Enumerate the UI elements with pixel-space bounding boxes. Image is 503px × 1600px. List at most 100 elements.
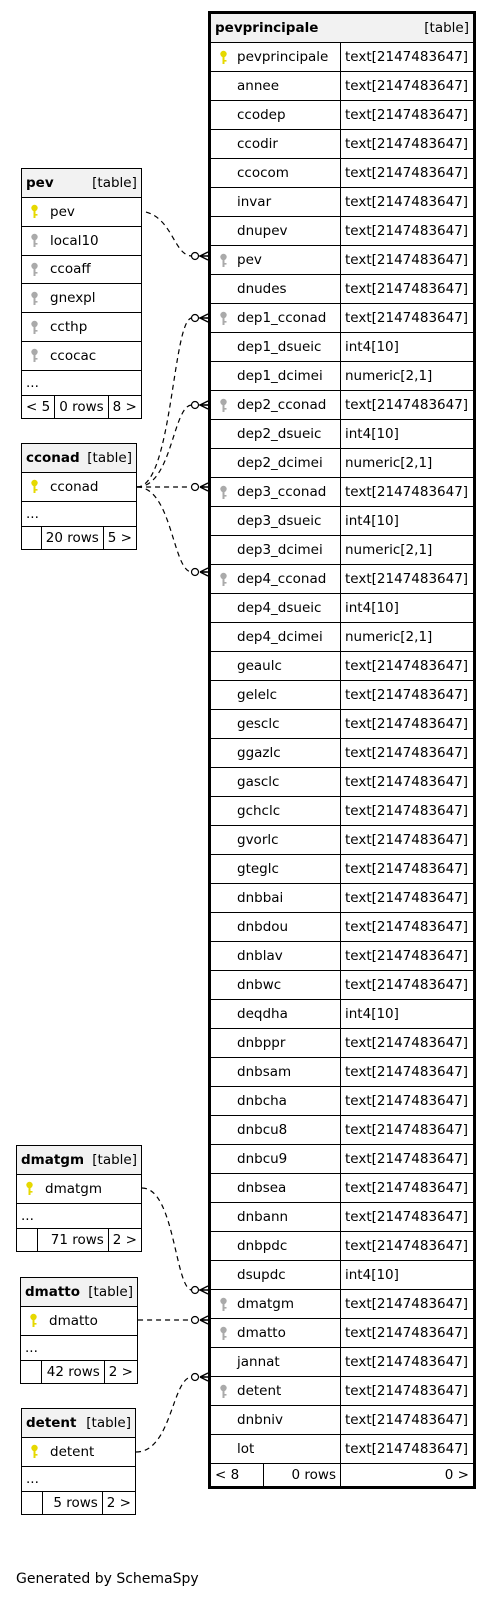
column-type: int4[10] [340, 1260, 475, 1290]
column-name-cell: deqdha [209, 999, 341, 1029]
footer-right[interactable]: 0 > [340, 1463, 475, 1488]
footer-left[interactable] [16, 1227, 38, 1252]
footer-right[interactable]: 2 > [107, 1227, 143, 1252]
footer-right[interactable]: 2 > [103, 1359, 139, 1384]
column-type: text[2147483647] [340, 129, 475, 159]
column-name: gesclc [237, 716, 280, 732]
footer-left[interactable]: < 8 [209, 1463, 264, 1488]
foreign-key-icon [26, 261, 42, 277]
column-row[interactable]: cconad [21, 472, 137, 502]
column-row[interactable]: local10 [21, 225, 142, 256]
column-type: text[2147483647] [340, 1434, 475, 1464]
column-row[interactable]: dmatgm [16, 1174, 142, 1204]
column-row[interactable]: ccthp [21, 312, 142, 342]
footer-left[interactable] [21, 1490, 43, 1515]
footer-left[interactable]: < 5 [20, 394, 56, 419]
table-header: cconad[table] [21, 443, 137, 473]
column-name: dep2_dsueic [237, 426, 322, 442]
column-name-cell: dmatto [20, 1306, 138, 1336]
table-name: pevprincipale [215, 20, 319, 36]
more-columns[interactable]: ... [21, 500, 137, 527]
column-row[interactable]: ccoaff [21, 254, 142, 285]
column-row[interactable]: gnexpl [21, 283, 142, 314]
column-name-cell: dnbann [209, 1202, 341, 1232]
column-name: gelelc [237, 687, 278, 703]
column-type: text[2147483647] [340, 651, 475, 681]
footer-right[interactable]: 2 > [101, 1490, 137, 1515]
foreign-key-icon [215, 252, 231, 268]
column-name: dep2_cconad [237, 397, 327, 413]
column-name-cell: cconad [21, 472, 137, 502]
footer-right[interactable]: 5 > [102, 525, 138, 550]
more-columns[interactable]: ... [21, 1465, 136, 1492]
more-columns[interactable]: ... [20, 1334, 138, 1361]
more-columns[interactable]: ... [21, 369, 142, 396]
column-type: text[2147483647] [340, 825, 475, 855]
footer-right[interactable]: 8 > [107, 394, 142, 419]
footer-left[interactable] [21, 525, 42, 550]
column-row[interactable]: pev [21, 197, 142, 227]
column-name: dnudes [237, 281, 287, 297]
footer-left[interactable] [20, 1359, 42, 1384]
column-row[interactable]: ccocac [21, 340, 142, 371]
column-row[interactable]: dmatto [20, 1306, 138, 1336]
column-row[interactable]: detent [21, 1437, 136, 1467]
more-columns[interactable]: ... [16, 1202, 142, 1229]
